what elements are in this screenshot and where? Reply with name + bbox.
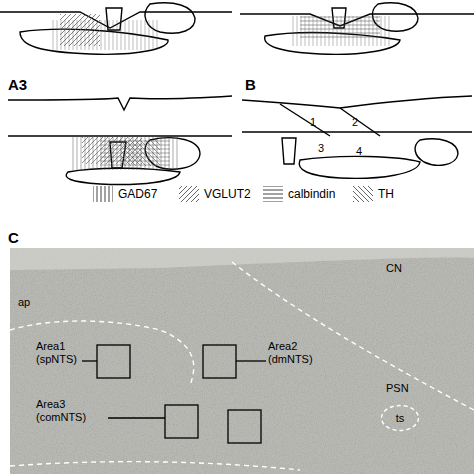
legend-swatch: [178, 185, 200, 203]
legend-entry: calbindin: [262, 185, 335, 203]
legend-entry: GAD67: [92, 185, 157, 203]
legend-text: VGLUT2: [204, 187, 251, 201]
callout-number: 1: [310, 116, 316, 129]
area-label: Area2 (dmNTS): [268, 340, 320, 365]
panel-letter: A3: [8, 76, 27, 93]
region-label: PSN: [386, 382, 409, 395]
area-label: Area1 (spNTS): [36, 340, 84, 365]
legend-swatch: [352, 185, 374, 203]
legend-entry: VGLUT2: [178, 185, 251, 203]
legend-swatch: [262, 185, 284, 203]
legend-text: calbindin: [288, 187, 335, 201]
tract-ellipse: ts: [380, 404, 420, 432]
legend-swatch: [92, 185, 114, 203]
legend-text: GAD67: [118, 187, 157, 201]
area-label: Area3 (comNTS): [36, 398, 108, 423]
callout-number: 4: [356, 145, 362, 158]
callout-number: 3: [318, 142, 324, 155]
callout-number: 2: [352, 116, 358, 129]
region-label: ap: [18, 296, 30, 309]
node-text: ts: [380, 412, 420, 424]
panel-letter: C: [8, 229, 19, 246]
legend-text: TH: [378, 187, 394, 201]
panel-letter: B: [245, 76, 256, 93]
legend-entry: TH: [352, 185, 394, 203]
region-label: CN: [386, 262, 402, 275]
